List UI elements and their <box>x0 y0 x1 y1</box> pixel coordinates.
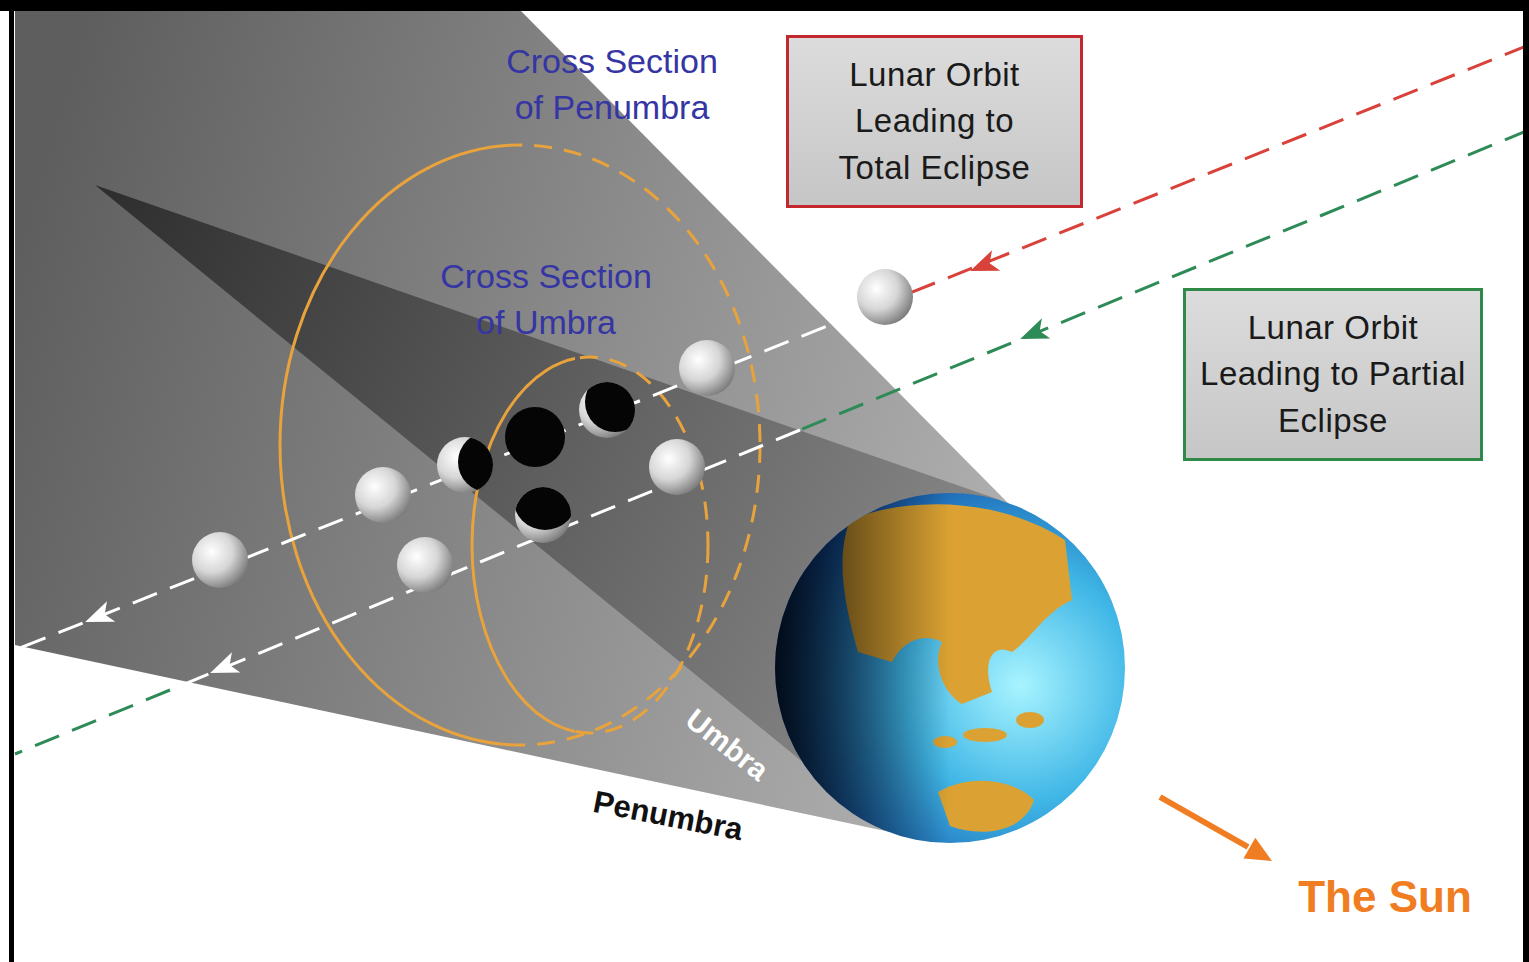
moon-shadow <box>458 432 518 492</box>
arrowhead <box>966 250 1000 281</box>
box-text: Lunar Orbit Leading to Partial Eclipse <box>1200 305 1466 444</box>
partial-orbit-line-exit <box>15 690 170 754</box>
section-label: Cross Section of Umbra <box>426 254 666 346</box>
moon <box>679 340 735 396</box>
moon <box>397 537 453 593</box>
moon-shadow <box>585 372 645 432</box>
total-orbit-shadow-line <box>15 297 900 650</box>
penumbra-ring-dashed <box>520 145 760 745</box>
earth <box>775 493 1125 843</box>
sun-arrow-shaft <box>1160 797 1248 847</box>
frame-right <box>1523 0 1529 962</box>
arrowhead <box>1016 318 1050 349</box>
sun-arrow <box>1160 797 1278 871</box>
moon <box>649 439 705 495</box>
callout-box: Lunar Orbit Leading to Total Eclipse <box>786 35 1083 208</box>
orbit-lines <box>15 45 1529 754</box>
arrowhead <box>206 652 240 683</box>
sun-label: The Sun <box>1298 867 1472 926</box>
moon <box>192 532 248 588</box>
eclipsed-moon <box>505 407 565 467</box>
section-label: Cross Section of Penumbra <box>492 39 732 131</box>
cross-section-rings <box>280 145 760 745</box>
penumbra-ring <box>280 145 520 745</box>
moon-shadow <box>513 466 577 530</box>
frame-left <box>9 0 14 962</box>
arrowhead <box>81 601 115 632</box>
umbra-ring-dashed <box>575 357 708 733</box>
partial-orbit-shadow-line <box>170 430 800 690</box>
moon <box>355 467 411 523</box>
callout-box: Lunar Orbit Leading to Partial Eclipse <box>1183 288 1483 461</box>
frame-top <box>0 0 1529 11</box>
earth-night-side <box>775 493 1125 843</box>
earth-globe <box>775 493 1125 843</box>
sun-arrowhead <box>1243 838 1277 872</box>
box-text: Lunar Orbit Leading to Total Eclipse <box>819 52 1050 191</box>
moon <box>857 269 913 325</box>
